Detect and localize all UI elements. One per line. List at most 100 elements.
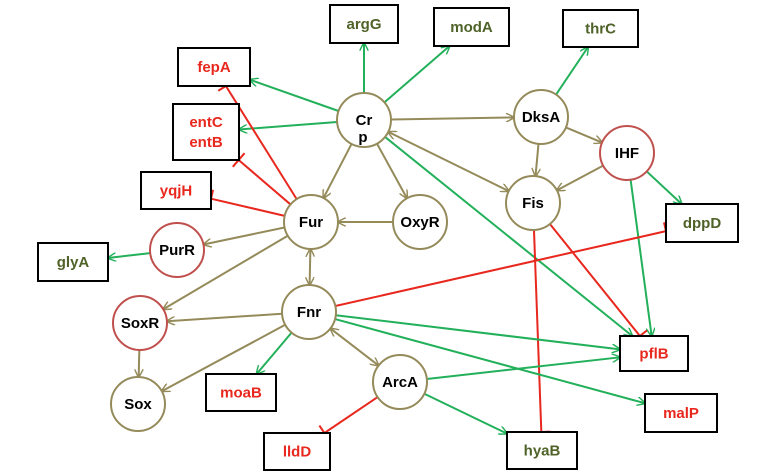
edge-Fnr-dppD-repression bbox=[335, 222, 669, 308]
node-label: Fur bbox=[299, 214, 323, 231]
regulator-circle bbox=[513, 89, 569, 145]
regulator-circle bbox=[283, 194, 339, 250]
node-argg: argG bbox=[329, 4, 399, 44]
node-pflb: pflB bbox=[619, 335, 689, 372]
node-malp: malP bbox=[644, 393, 718, 433]
edge-Crp-fepA-arrow bbox=[250, 80, 339, 112]
node-oxyr: OxyR bbox=[392, 194, 448, 250]
node-label: ArcA bbox=[382, 374, 418, 391]
node-dksa: DksA bbox=[513, 89, 569, 145]
edge-Crp-OxyR-arrow bbox=[376, 143, 407, 199]
node-yqjh: yqjH bbox=[140, 171, 212, 210]
node-label: DksA bbox=[522, 109, 561, 126]
node-sox: Sox bbox=[110, 376, 166, 432]
regulator-circle bbox=[505, 175, 561, 231]
edge-IHF-pflB-arrow bbox=[629, 179, 652, 336]
edge-Crp-pflB-arrow bbox=[384, 136, 632, 336]
regulator-circle bbox=[392, 194, 448, 250]
regulator-circle bbox=[112, 295, 168, 351]
node-soxr: SoxR bbox=[112, 295, 168, 351]
gene-box bbox=[205, 373, 277, 412]
node-lldd: lldD bbox=[263, 432, 331, 471]
node-label: moaB bbox=[220, 384, 262, 401]
edge-Fnr-moaB-arrow bbox=[257, 331, 293, 374]
node-purr: PurR bbox=[149, 222, 205, 278]
node-label: hyaB bbox=[524, 442, 561, 459]
regulator-circle bbox=[149, 222, 205, 278]
node-ihf: IHF bbox=[599, 125, 655, 181]
node-label: malP bbox=[663, 405, 699, 422]
node-thrc: thrC bbox=[562, 9, 639, 48]
node-fis: Fis bbox=[505, 175, 561, 231]
edge-Fnr-Sox-arrow bbox=[162, 323, 286, 391]
node-label: Fis bbox=[522, 195, 544, 212]
node-fur: Fur bbox=[283, 194, 339, 250]
edge-DksA-thrC-arrow bbox=[555, 47, 588, 96]
edge-Fur-Fnr-arrow bbox=[310, 249, 311, 285]
edge-Fnr-malP-arrow bbox=[334, 318, 645, 403]
node-label: PurR bbox=[159, 242, 195, 259]
node-label: OxyR bbox=[400, 214, 439, 231]
edge-Fis-pflB-repression bbox=[549, 223, 648, 343]
node-label: SoxR bbox=[121, 315, 160, 332]
edge-Fnr-SoxR-arrow bbox=[167, 312, 283, 321]
edge-Fur-entCB-repression bbox=[232, 152, 292, 206]
edge-Crp-DksA-arrow bbox=[390, 117, 514, 119]
edge-IHF-dppD-arrow bbox=[646, 170, 682, 204]
node-moab: moaB bbox=[205, 373, 277, 412]
edge-Fur-SoxR-arrow bbox=[163, 234, 289, 310]
edge-Fur-PurR-arrow bbox=[203, 226, 285, 245]
edge-Fnr-pflB-arrow bbox=[335, 314, 620, 349]
edge-SoxR-Sox-arrow bbox=[139, 349, 140, 377]
gene-box bbox=[172, 103, 240, 161]
node-hyab: hyaB bbox=[506, 431, 578, 470]
gene-box bbox=[665, 203, 739, 243]
edge-Crp-entCB-arrow bbox=[239, 121, 338, 129]
node-label: thrC bbox=[585, 20, 616, 37]
node-label: fepA bbox=[197, 59, 231, 76]
node-label: Cr bbox=[356, 112, 373, 129]
gene-box bbox=[506, 431, 578, 470]
edge-DksA-IHF-arrow bbox=[565, 126, 602, 142]
gene-box bbox=[644, 393, 718, 433]
edge-ArcA-pflB-arrow bbox=[426, 357, 620, 380]
edge-Crp-Fur-arrow bbox=[323, 143, 353, 198]
node-glya: glyA bbox=[37, 242, 109, 282]
node-label: argG bbox=[346, 16, 381, 33]
node-arca: ArcA bbox=[372, 354, 428, 410]
node-label: entB bbox=[189, 134, 223, 151]
edge-Crp-Fis-arrow bbox=[388, 132, 509, 191]
edge-DksA-Fis-arrow bbox=[536, 143, 539, 176]
node-label: lldD bbox=[283, 443, 311, 460]
gene-box bbox=[140, 171, 212, 210]
node-label: pflB bbox=[639, 345, 668, 362]
gene-box bbox=[562, 9, 639, 48]
gene-box bbox=[619, 335, 689, 372]
node-label: entC bbox=[189, 114, 223, 131]
node-label: IHF bbox=[615, 145, 639, 162]
node-fepa: fepA bbox=[177, 47, 251, 87]
node-label: yqjH bbox=[160, 182, 193, 199]
regulator-circle bbox=[372, 354, 428, 410]
node-sublabel: p bbox=[358, 129, 367, 146]
node-label: dppD bbox=[683, 215, 721, 232]
edge-IHF-Fis-arrow bbox=[557, 164, 604, 191]
edge-Fur-yqjH-repression bbox=[207, 189, 285, 217]
regulator-circle bbox=[110, 376, 166, 432]
node-label: modA bbox=[450, 19, 493, 36]
node-label: Fnr bbox=[297, 304, 321, 321]
node-label: glyA bbox=[57, 254, 90, 271]
regulator-circle bbox=[281, 284, 337, 340]
node-label: Sox bbox=[124, 396, 152, 413]
edge-layer bbox=[108, 43, 682, 442]
edge-ArcA-hyaB-arrow bbox=[423, 392, 507, 434]
edge-Crp-modA-arrow bbox=[383, 46, 449, 104]
regulator-circle bbox=[599, 125, 655, 181]
node-fnr: Fnr bbox=[281, 284, 337, 340]
edge-PurR-glyA-arrow bbox=[108, 252, 151, 258]
gene-box bbox=[329, 4, 399, 44]
edge-Fnr-ArcA-arrow bbox=[330, 328, 378, 365]
